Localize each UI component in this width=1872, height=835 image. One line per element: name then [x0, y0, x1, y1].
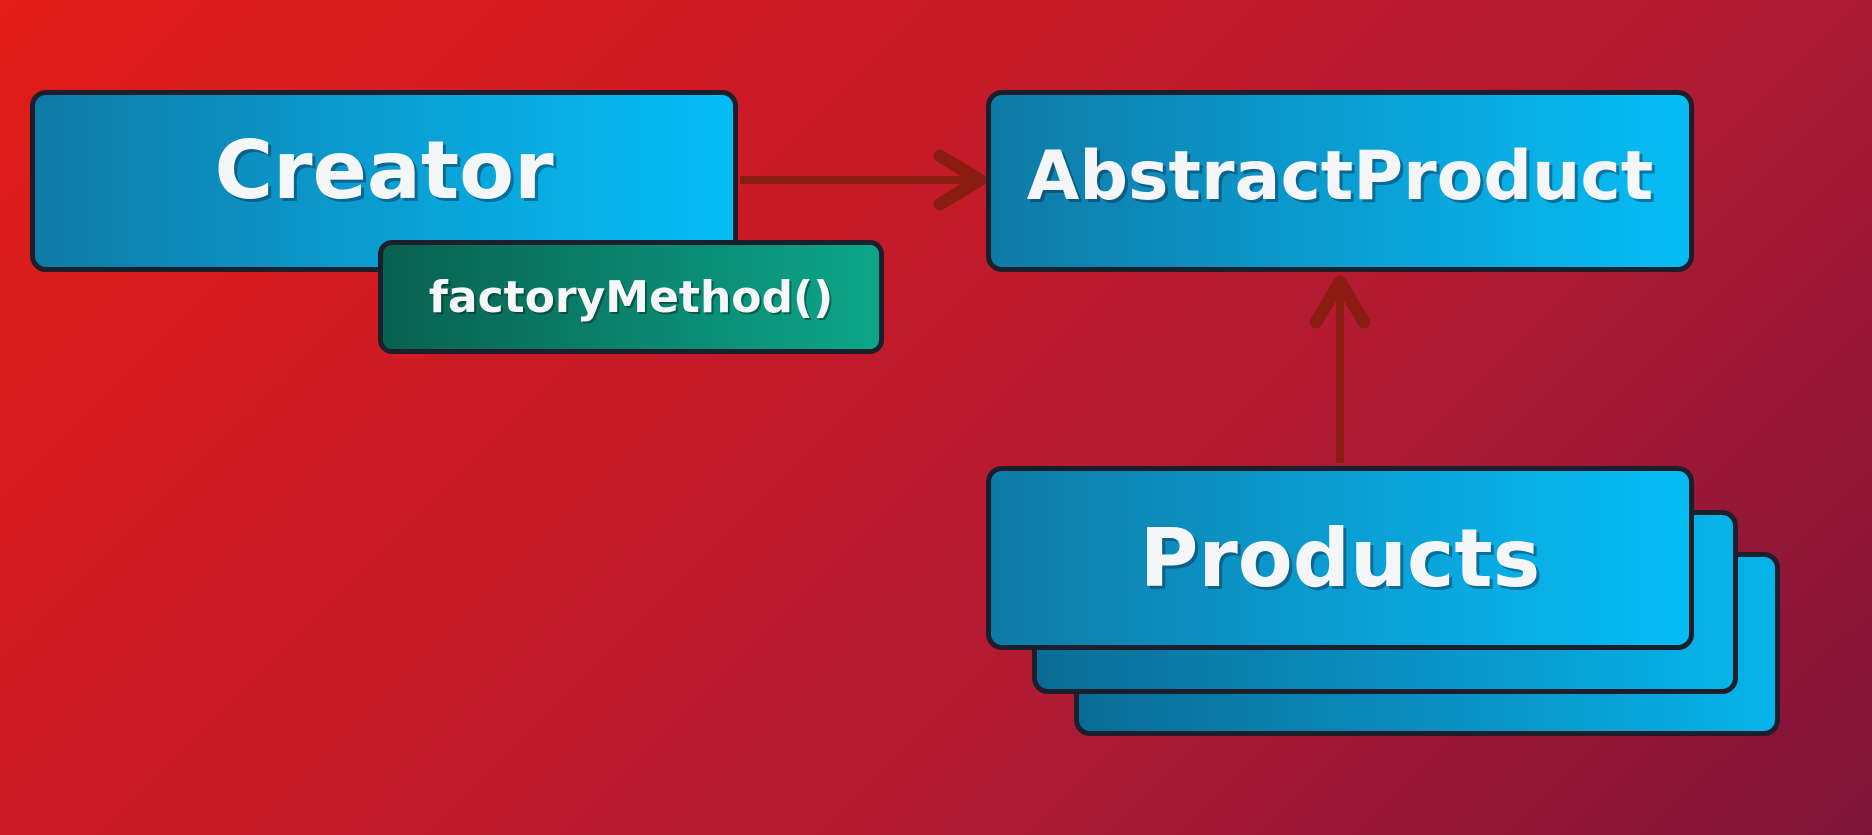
creator-label: Creator — [214, 123, 554, 217]
products-label: Products — [1139, 511, 1541, 605]
abstract-product-box[interactable]: AbstractProduct — [986, 90, 1694, 272]
abstract-product-label: AbstractProduct — [1026, 136, 1654, 216]
products-box[interactable]: Products — [986, 466, 1694, 650]
factory-method-box[interactable]: factoryMethod() — [378, 240, 884, 354]
factory-method-label: factoryMethod() — [428, 271, 834, 323]
